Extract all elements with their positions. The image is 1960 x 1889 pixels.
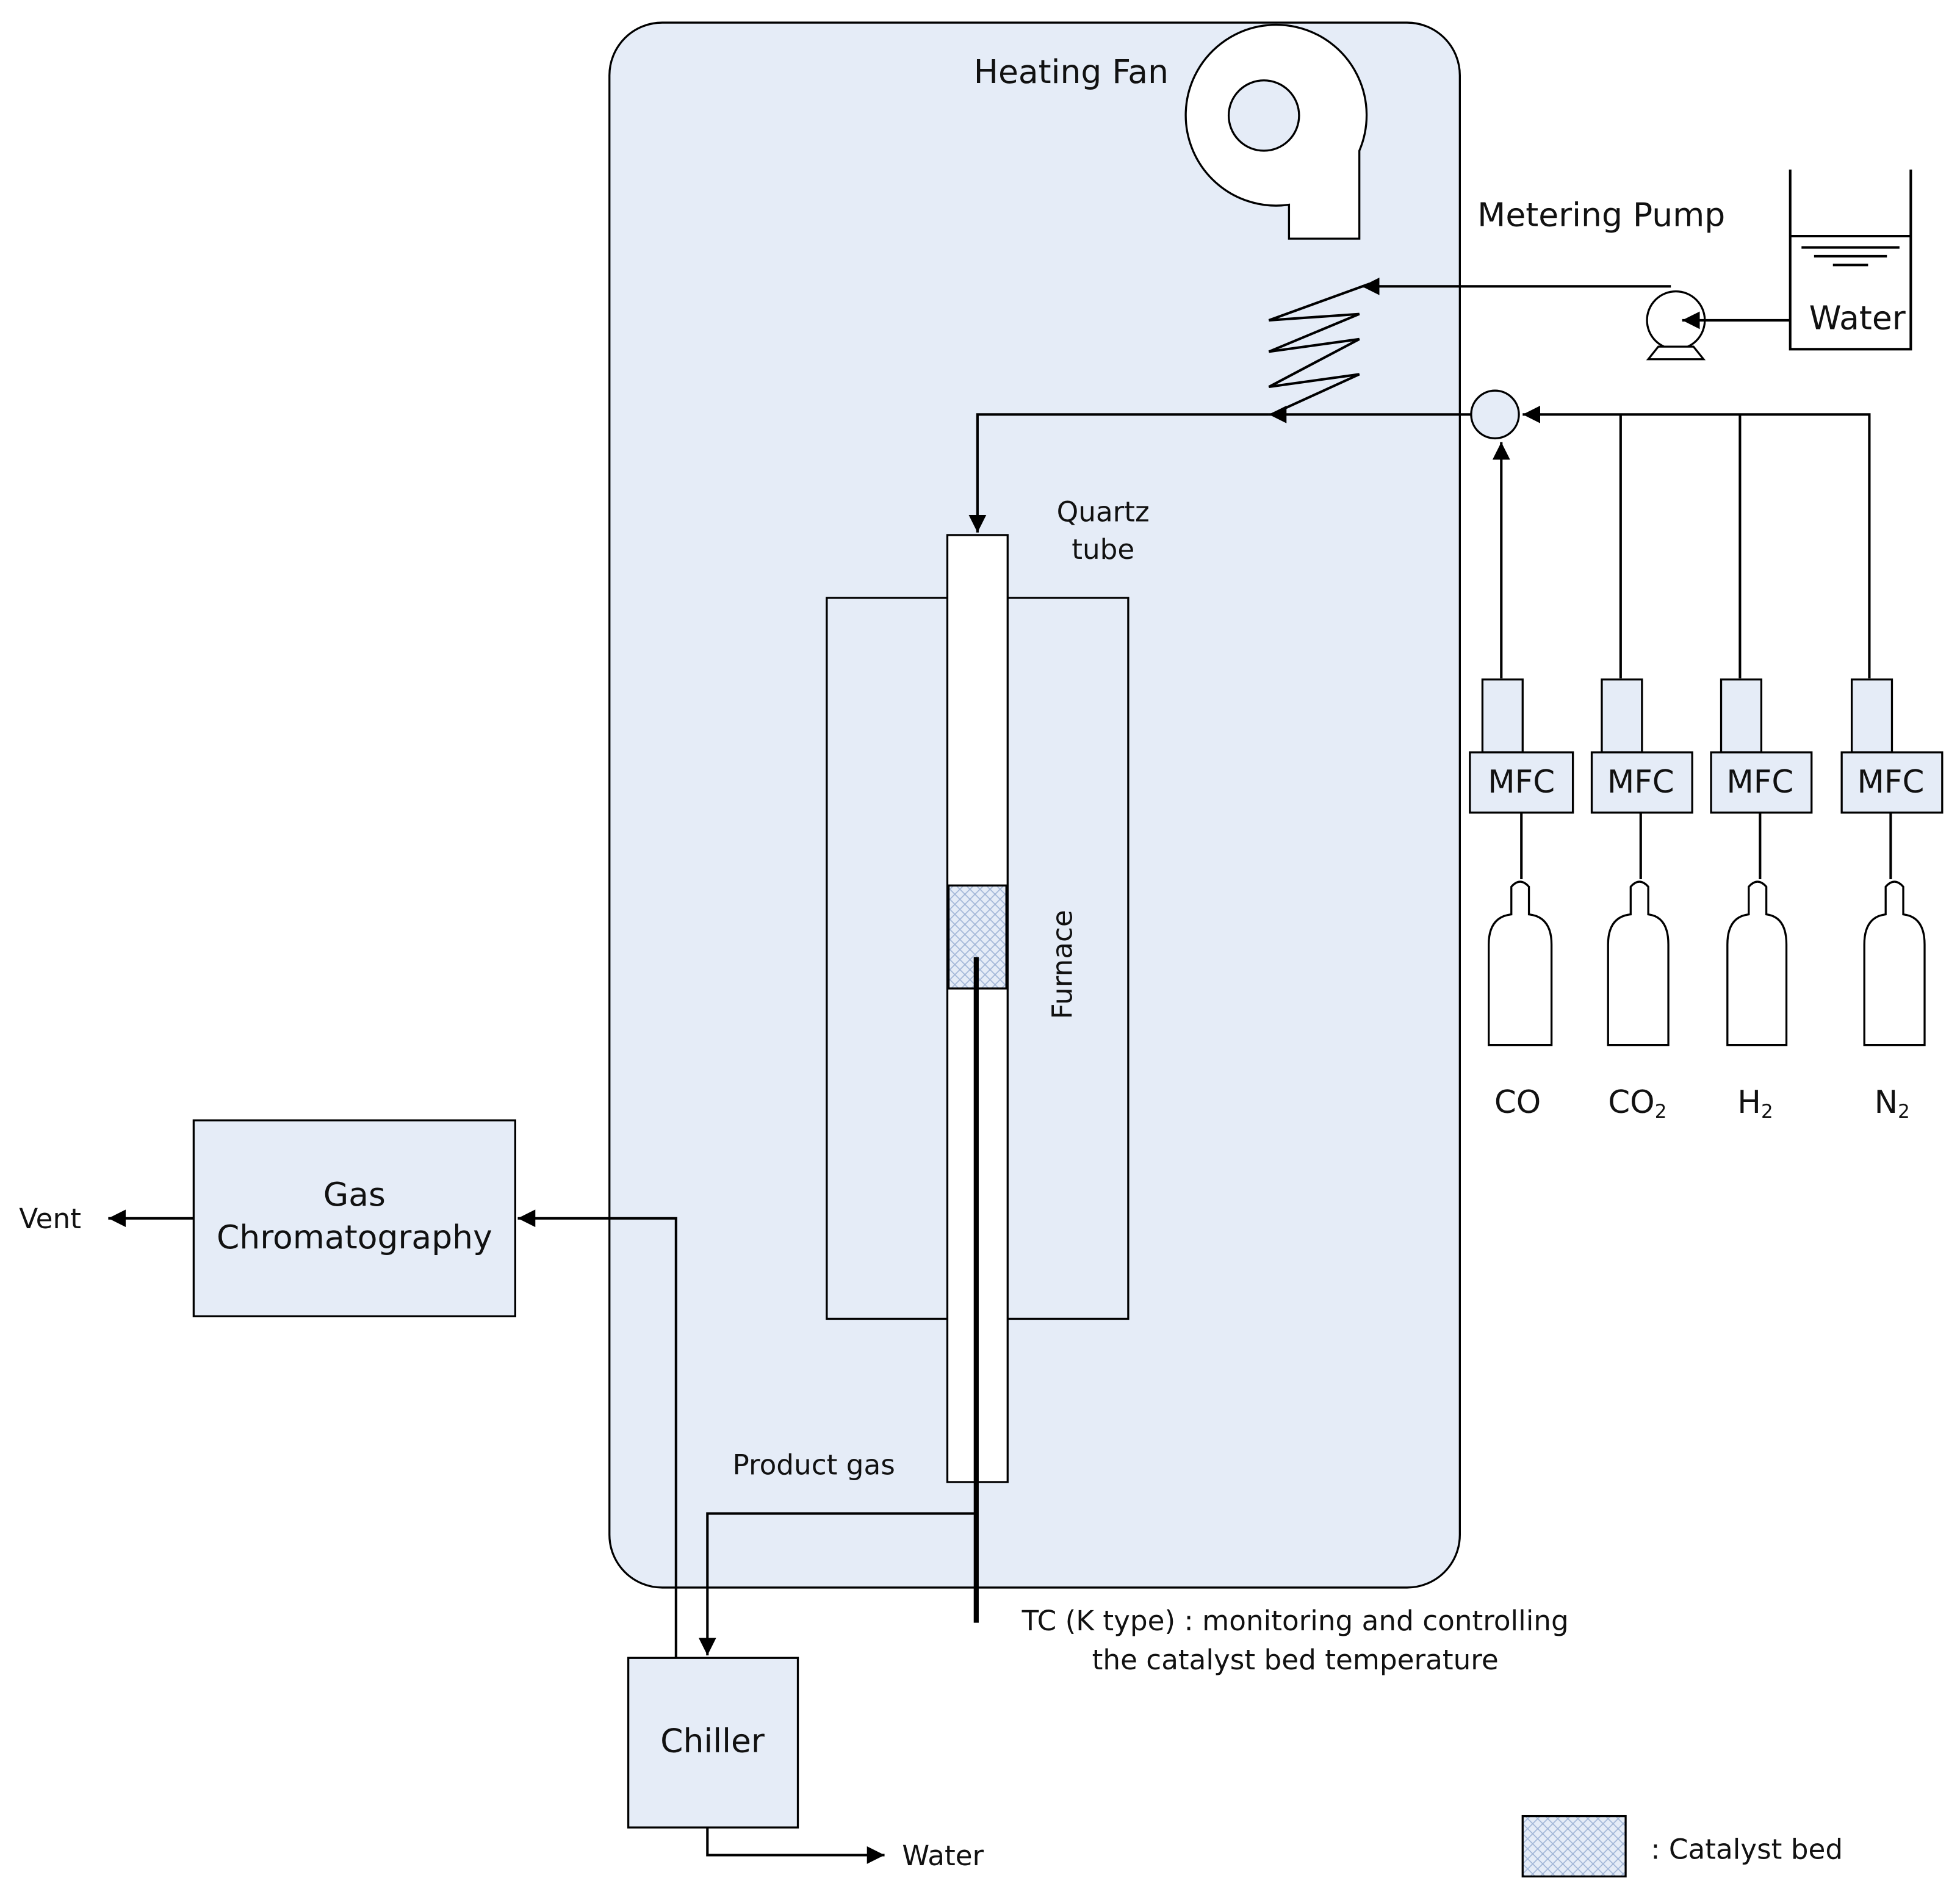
svg-text:N2: N2 <box>1875 1084 1910 1123</box>
water-out-label: Water <box>902 1840 984 1872</box>
metering-pump-icon <box>1646 290 1706 361</box>
gas-cylinder-icon <box>1488 880 1553 1046</box>
chiller <box>627 1657 799 1829</box>
svg-text:MFC: MFC <box>1857 764 1924 801</box>
chiller-label: Chiller <box>660 1722 765 1760</box>
product-gas-label: Product gas <box>732 1449 895 1481</box>
gas-cylinder-icon <box>1863 880 1926 1046</box>
water-tank-label: Water <box>1809 298 1906 337</box>
gas-chromatography <box>192 1119 516 1317</box>
mfc-unit: MFC CO <box>1469 678 1574 1121</box>
svg-text:MFC: MFC <box>1607 764 1674 801</box>
thermocouple-label: TC (K type) : monitoring and controlling… <box>1021 1605 1569 1676</box>
svg-text:MFC: MFC <box>1488 764 1555 801</box>
gas-cylinder-icon <box>1607 880 1670 1046</box>
svg-text:H2: H2 <box>1737 1084 1773 1123</box>
gas-cylinder-icon <box>1726 880 1788 1046</box>
mfc-unit: MFC N2 <box>1840 678 1944 1123</box>
legend-catalyst-swatch <box>1521 1815 1627 1878</box>
svg-text:CO: CO <box>1494 1084 1541 1121</box>
furnace-label: Furnace <box>1046 910 1078 1019</box>
svg-text:CO2: CO2 <box>1608 1084 1666 1123</box>
mfc-unit: MFC CO2 <box>1590 678 1693 1123</box>
vent-label: Vent <box>19 1203 81 1235</box>
preheater-coil-icon <box>1268 282 1370 416</box>
heating-fan-label: Heating Fan <box>974 52 1169 91</box>
svg-text:MFC: MFC <box>1726 764 1793 801</box>
metering-pump-label: Metering Pump <box>1477 196 1725 234</box>
water-tank: Water <box>1789 169 1912 351</box>
gas-mixer-icon <box>1470 389 1520 440</box>
legend-catalyst-label: : Catalyst bed <box>1651 1833 1843 1866</box>
mfc-unit: MFC H2 <box>1710 678 1813 1123</box>
heating-fan-icon <box>1184 23 1368 240</box>
